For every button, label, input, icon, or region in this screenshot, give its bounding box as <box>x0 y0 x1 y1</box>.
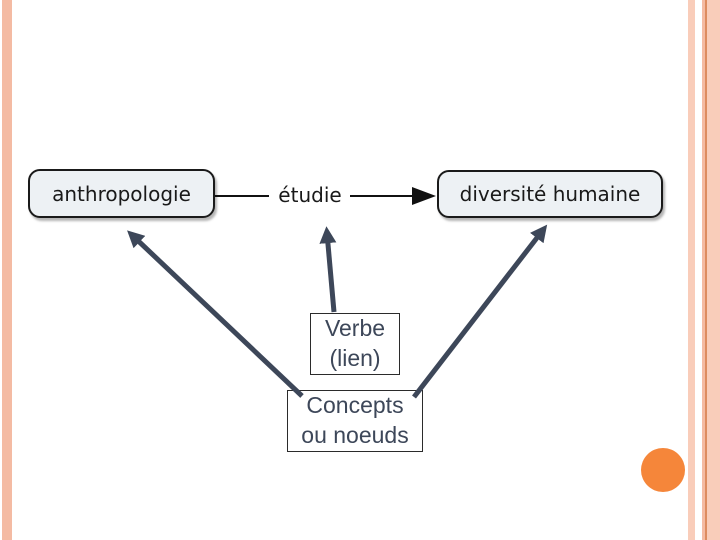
legend-concepts-line1: Concepts <box>306 392 404 419</box>
black-arrowhead-icon <box>412 187 436 205</box>
right-accent-stripe-4 <box>707 0 720 540</box>
edge-label-etudie: étudie <box>278 183 342 207</box>
left-accent-stripe <box>2 0 12 540</box>
arrow-concepts-to-anthropologie <box>127 230 304 398</box>
arrow-concepts-to-diversite <box>412 224 548 399</box>
right-accent-stripe-1 <box>688 0 695 540</box>
legend-verb-line1: Verbe <box>324 315 386 342</box>
legend-concepts-box: Concepts ou noeuds <box>287 390 423 452</box>
legend-verb-box: Verbe (lien) <box>310 313 400 375</box>
node-anthropologie: anthropologie <box>28 169 215 218</box>
node-anthropologie-label: anthropologie <box>52 181 191 206</box>
orange-dot-decoration <box>641 448 685 492</box>
legend-concepts-line2: ou noeuds <box>301 422 409 448</box>
node-diversite-humaine-label: diversité humaine <box>459 182 641 206</box>
legend-verb-line2: (lien) <box>329 345 381 371</box>
right-accent-stripe-3 <box>705 0 707 540</box>
arrow-verb-to-etudie <box>319 226 337 313</box>
node-diversite-humaine: diversité humaine <box>437 170 663 218</box>
right-accent-stripe-2 <box>702 0 705 540</box>
